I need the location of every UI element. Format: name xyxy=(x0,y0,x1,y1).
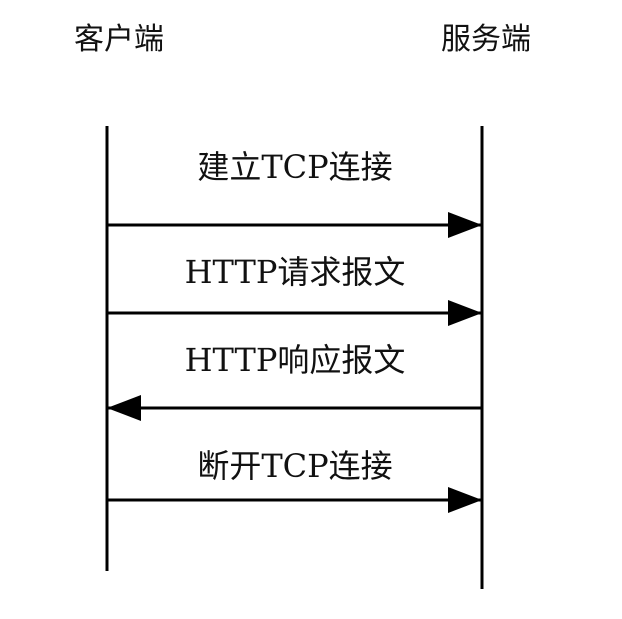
server-label: 服务端 xyxy=(441,22,531,57)
client-label: 客户端 xyxy=(74,22,164,57)
message-label-http-request: HTTP请求报文 xyxy=(184,253,406,291)
message-label-tcp-disconnect: 断开TCP连接 xyxy=(197,447,393,485)
message-label-http-response: HTTP响应报文 xyxy=(184,341,406,379)
message-label-tcp-connect: 建立TCP连接 xyxy=(197,148,393,186)
